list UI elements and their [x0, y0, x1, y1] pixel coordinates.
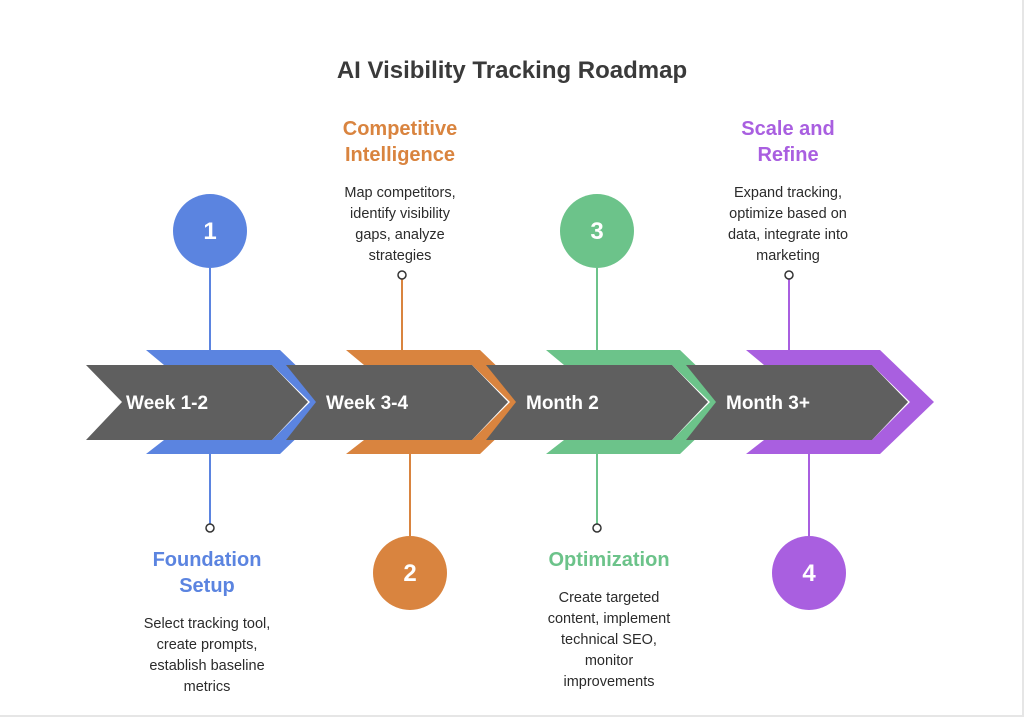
stage-2-description-line: gaps, analyze — [355, 227, 444, 243]
stage-3-description-line: monitor — [585, 653, 634, 669]
arrow-track: Week 1-2 Week 3-4 Month 2 Month 3+ — [86, 350, 934, 454]
stage-1-description-line: establish baseline — [149, 658, 264, 674]
stage-4-chevron-accent — [746, 350, 934, 454]
stage-1-heading-line: Foundation — [153, 549, 262, 571]
stage-2-number-badge — [373, 536, 447, 610]
stage-4-description-line: Expand tracking, — [734, 185, 842, 201]
stage-2-description-line: strategies — [369, 248, 432, 264]
stage-3-description-line: technical SEO, — [561, 632, 657, 648]
stage-4-description-line: marketing — [756, 248, 820, 264]
stage-2-arrow — [286, 365, 508, 440]
stage-4-number: 4 — [802, 560, 816, 587]
stage-4-arrow — [686, 365, 908, 440]
stage-3-arrow — [486, 365, 708, 440]
stage-1-description-line: create prompts, — [157, 637, 258, 653]
stage-1-description-line: Select tracking tool, — [144, 616, 271, 632]
stage-3-description-line: improvements — [563, 674, 654, 690]
stage-1-description-line: metrics — [184, 679, 231, 695]
stage-2-period: Week 3-4 — [326, 393, 408, 414]
stage-3-number: 3 — [590, 218, 603, 245]
stage-1-number-badge — [173, 194, 247, 268]
stage-3-period: Month 2 — [526, 393, 599, 414]
stage-1-arrow — [86, 365, 308, 440]
stage-1-heading-line: Setup — [179, 575, 235, 597]
stage-1-number: 1 — [203, 218, 216, 245]
stage-4-heading-line: Refine — [757, 144, 818, 166]
stage-3-connector-dot — [592, 523, 602, 533]
stage-4-number-badge — [772, 536, 846, 610]
stage-3-description-line: Create targeted — [559, 590, 660, 606]
stage-4-description-line: optimize based on — [729, 206, 847, 222]
stage-1-chevron-accent — [146, 350, 334, 454]
stage-2-description-line: Map competitors, — [344, 185, 455, 201]
stage-3-chevron-accent — [546, 350, 734, 454]
stage-4-description-line: data, integrate into — [728, 227, 848, 243]
stage-2-chevron-accent — [346, 350, 534, 454]
stage-2-heading-line: Intelligence — [345, 144, 455, 166]
stage-2-connector-dot — [397, 270, 407, 280]
stage-1-period: Week 1-2 — [126, 393, 208, 414]
diagram-title: AI Visibility Tracking Roadmap — [337, 57, 687, 84]
stage-4-heading-line: Scale and — [741, 118, 834, 140]
stage-3-heading-line: Optimization — [548, 549, 669, 571]
stage-2-description-line: identify visibility — [350, 206, 451, 222]
stage-2-heading-line: Competitive — [343, 118, 457, 140]
stage-3-description-line: content, implement — [548, 611, 671, 627]
stage-1-connector-dot — [205, 523, 215, 533]
stage-2-number: 2 — [403, 560, 416, 587]
stage-4-period: Month 3+ — [726, 393, 810, 414]
stage-4-connector-dot — [784, 270, 794, 280]
stage-3-number-badge — [560, 194, 634, 268]
